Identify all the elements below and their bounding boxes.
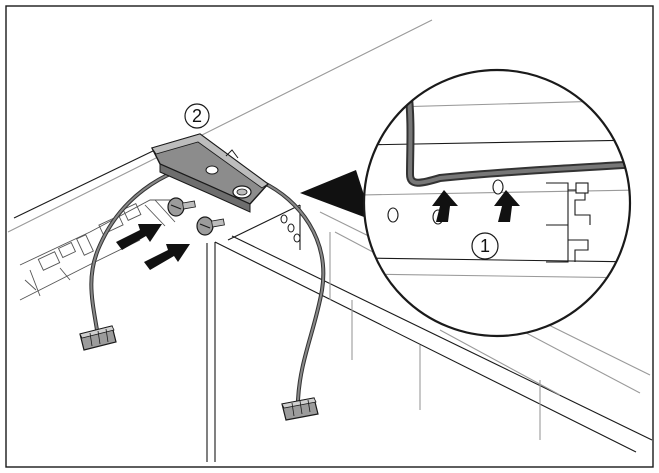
- push-arrow-icon: [116, 224, 190, 270]
- detail-push-arrows: [432, 190, 520, 222]
- detail-view: [362, 68, 632, 338]
- screw-upper: [167, 197, 196, 217]
- mounting-holes: [280, 214, 301, 243]
- screw-lower: [196, 216, 225, 236]
- left-cable: [89, 160, 212, 332]
- callout-detail: 1: [471, 232, 499, 260]
- detail-leader: [300, 170, 372, 220]
- figure-frame: [5, 5, 654, 468]
- callout-1-label: 1: [480, 236, 490, 256]
- callout-2-label: 2: [192, 106, 202, 126]
- connector-left: [79, 325, 117, 351]
- mounting-bracket: [150, 133, 270, 213]
- connector-right: [281, 397, 319, 421]
- callout-bracket: 2: [184, 103, 210, 129]
